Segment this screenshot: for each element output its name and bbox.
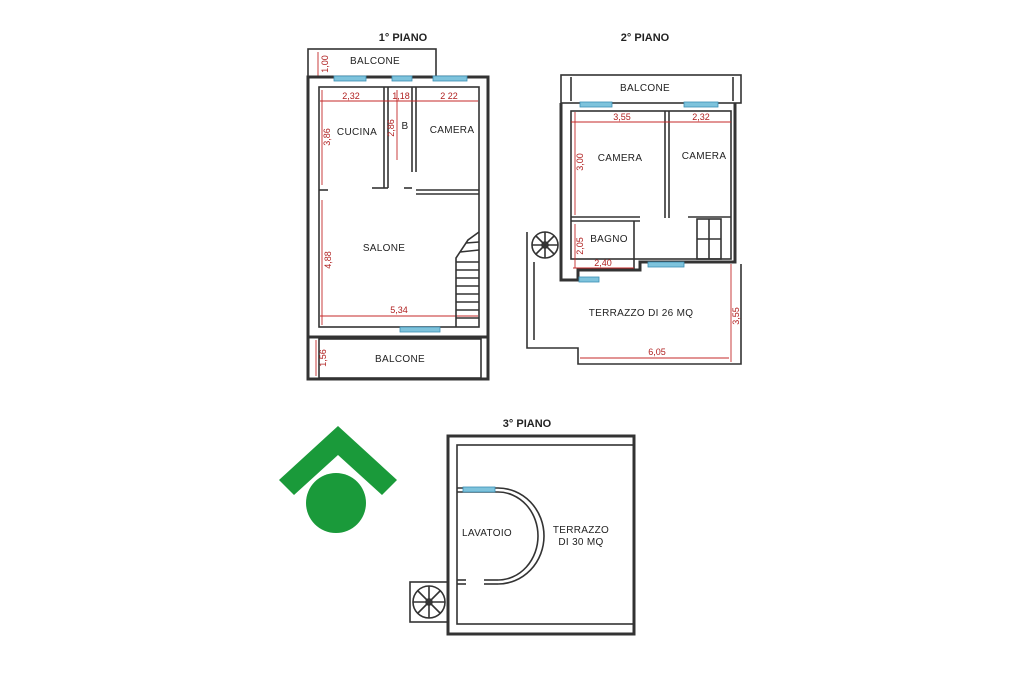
room-camera-left: CAMERA xyxy=(598,153,643,164)
room-salone: SALONE xyxy=(363,243,405,254)
floor-3-plan: 3° PIANO LAVATOIO TERRAZZO DI 30 MQ xyxy=(409,418,636,636)
dim-balcony-depth: 1,00 xyxy=(320,55,330,73)
window xyxy=(333,75,367,82)
floor-1-outer-walls xyxy=(306,75,490,381)
balcony-outline xyxy=(560,74,742,104)
spiral-stair xyxy=(409,581,449,623)
dim-camera-width: 2 22 xyxy=(440,91,458,101)
window xyxy=(399,326,441,333)
room-cucina: CUCINA xyxy=(337,127,377,138)
floor-3-title: 3° PIANO xyxy=(503,418,552,430)
dim-balcony-bottom-depth: 1,56 xyxy=(318,349,328,367)
dim-bagno-width: 1,18 xyxy=(392,91,410,101)
room-lavatoio: LAVATOIO xyxy=(462,528,512,539)
dim-salone-width: 5,34 xyxy=(390,305,408,315)
dim-salone-depth: 4,88 xyxy=(323,251,333,269)
floor-1-inner-walls xyxy=(318,86,480,328)
dim-bagno-depth: 2,05 xyxy=(575,237,585,255)
dim-camera-right-width: 2,32 xyxy=(692,112,710,122)
spiral-stair xyxy=(531,231,559,259)
room-bagno: BAGNO xyxy=(590,234,628,245)
room-bagno: B xyxy=(402,121,409,132)
balcony-bottom-outline xyxy=(318,338,482,379)
dim-bagno-depth: 2,86 xyxy=(386,119,396,137)
staircase xyxy=(455,231,480,327)
dim-terrazzo-depth: 3,55 xyxy=(731,307,741,325)
dim-camera-depth: 3,00 xyxy=(575,153,585,171)
room-balcone-bottom: BALCONE xyxy=(375,354,425,365)
room-terrazzo-line1: TERRAZZO xyxy=(553,525,609,536)
room-terrazzo-line2: DI 30 MQ xyxy=(558,537,603,548)
dim-camera-left-width: 3,55 xyxy=(613,112,631,122)
floor-2-plan: 2° PIANO BALCONE 3,55 2,32 3,00 2, xyxy=(526,32,742,365)
floor-1-title: 1° PIANO xyxy=(379,32,428,44)
agency-logo xyxy=(279,426,397,533)
floor-1-plan: 1° PIANO 1,00 BALCONE 2,32 1,18 2 22 xyxy=(306,32,490,381)
window xyxy=(647,261,685,268)
room-balcone: BALCONE xyxy=(620,83,670,94)
room-camera: CAMERA xyxy=(430,125,475,136)
logo-roof-icon xyxy=(279,426,397,495)
logo-circle-icon xyxy=(306,473,366,533)
window xyxy=(579,101,613,108)
window xyxy=(462,486,496,493)
dim-bagno-width: 2,40 xyxy=(594,258,612,268)
floor-2-outer-walls xyxy=(559,103,737,282)
floor-2-title: 2° PIANO xyxy=(621,32,670,44)
room-terrazzo: TERRAZZO DI 26 MQ xyxy=(589,308,694,319)
room-camera-right: CAMERA xyxy=(682,151,727,162)
window xyxy=(432,75,468,82)
dim-cucina-depth: 3,86 xyxy=(322,128,332,146)
window xyxy=(391,75,413,82)
terrace-outline xyxy=(526,232,742,365)
window xyxy=(578,276,600,283)
window xyxy=(683,101,719,108)
dim-cucina-width: 2,32 xyxy=(342,91,360,101)
room-balcone-top: BALCONE xyxy=(350,56,400,67)
dim-terrazzo-width: 6,05 xyxy=(648,347,666,357)
